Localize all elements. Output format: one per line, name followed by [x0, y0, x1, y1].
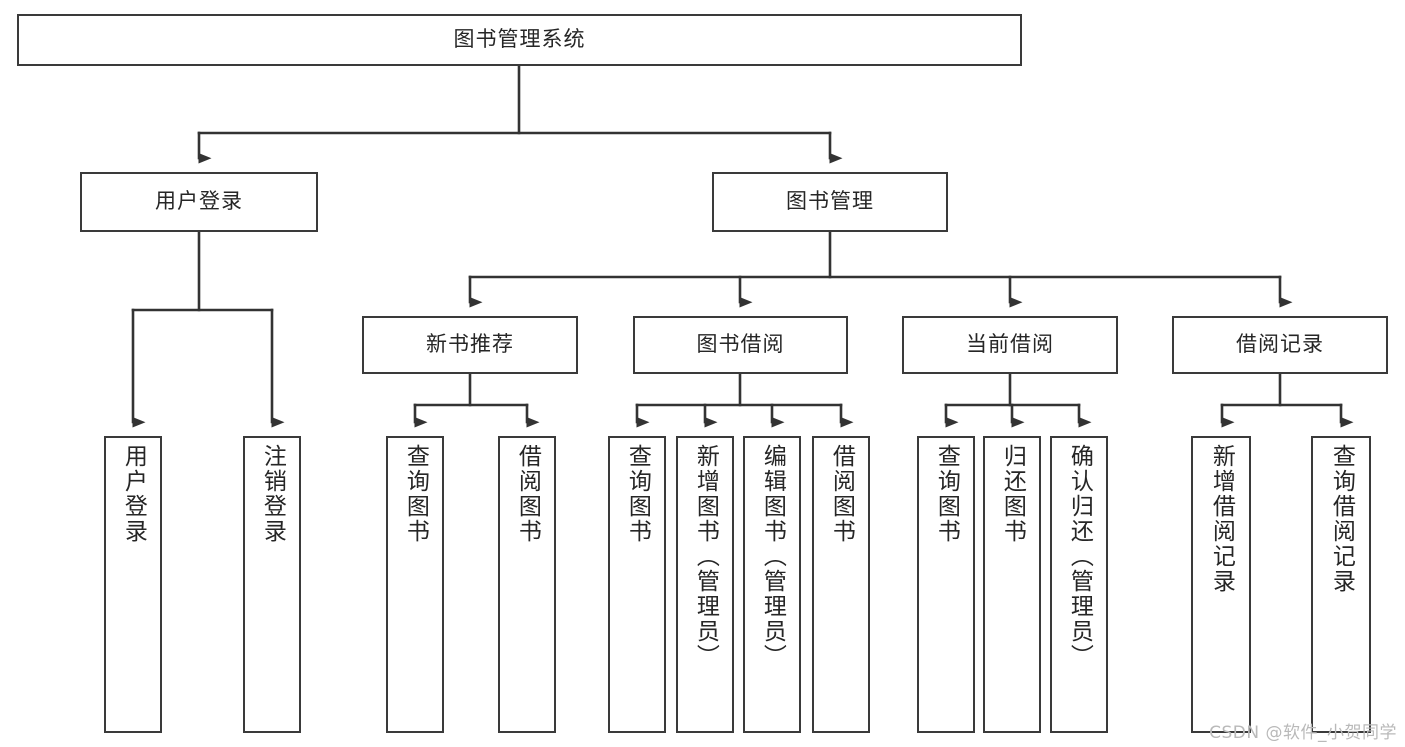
leaf-query-book-current[interactable]: 查询图书 — [917, 436, 975, 733]
leaf-user-login[interactable]: 用户登录 — [104, 436, 162, 733]
leaf-confirm-return-admin[interactable]: 确认归还（管理员） — [1050, 436, 1108, 733]
leaf-label: 归还图书 — [999, 444, 1026, 544]
csdn-watermark: CSDN @软件_小贺同学 — [1209, 723, 1397, 743]
leaf-add-borrow-record[interactable]: 新增借阅记录 — [1191, 436, 1251, 733]
leaf-label: 新增借阅记录 — [1208, 444, 1235, 594]
node-label: 新书推荐 — [426, 332, 514, 357]
leaf-label: 查询图书 — [402, 444, 429, 544]
node-borrow-record[interactable]: 借阅记录 — [1172, 316, 1388, 374]
node-new-book-recommend[interactable]: 新书推荐 — [362, 316, 578, 374]
leaf-edit-book-admin[interactable]: 编辑图书（管理员） — [743, 436, 801, 733]
leaf-borrow-book-recommend[interactable]: 借阅图书 — [498, 436, 556, 733]
leaf-add-book-admin[interactable]: 新增图书（管理员） — [676, 436, 734, 733]
leaf-label: 新增图书（管理员） — [692, 444, 719, 669]
leaf-label: 用户登录 — [120, 444, 147, 544]
leaf-label: 编辑图书（管理员） — [759, 444, 786, 669]
node-label: 图书借阅 — [696, 332, 785, 357]
node-label: 图书管理系统 — [453, 27, 586, 52]
node-label: 用户登录 — [155, 189, 243, 214]
leaf-label: 确认归还（管理员） — [1066, 444, 1093, 669]
leaf-label: 查询借阅记录 — [1328, 444, 1355, 594]
leaf-label: 注销登录 — [259, 444, 286, 544]
node-book-borrow[interactable]: 图书借阅 — [633, 316, 848, 374]
leaf-label: 借阅图书 — [828, 444, 855, 544]
leaf-query-borrow-record[interactable]: 查询借阅记录 — [1311, 436, 1371, 733]
leaf-label: 查询图书 — [933, 444, 960, 544]
leaf-borrow-book[interactable]: 借阅图书 — [812, 436, 870, 733]
leaf-query-book-borrow[interactable]: 查询图书 — [608, 436, 666, 733]
node-user-login[interactable]: 用户登录 — [80, 172, 318, 232]
node-label: 当前借阅 — [966, 332, 1054, 357]
node-root-book-management-system[interactable]: 图书管理系统 — [17, 14, 1022, 66]
leaf-logout-login[interactable]: 注销登录 — [243, 436, 301, 733]
leaf-return-book[interactable]: 归还图书 — [983, 436, 1041, 733]
node-current-borrow[interactable]: 当前借阅 — [902, 316, 1118, 374]
node-label: 借阅记录 — [1236, 332, 1324, 357]
node-book-management[interactable]: 图书管理 — [712, 172, 948, 232]
leaf-label: 查询图书 — [624, 444, 651, 544]
leaf-query-book-recommend[interactable]: 查询图书 — [386, 436, 444, 733]
node-label: 图书管理 — [786, 189, 874, 214]
leaf-label: 借阅图书 — [514, 444, 541, 544]
